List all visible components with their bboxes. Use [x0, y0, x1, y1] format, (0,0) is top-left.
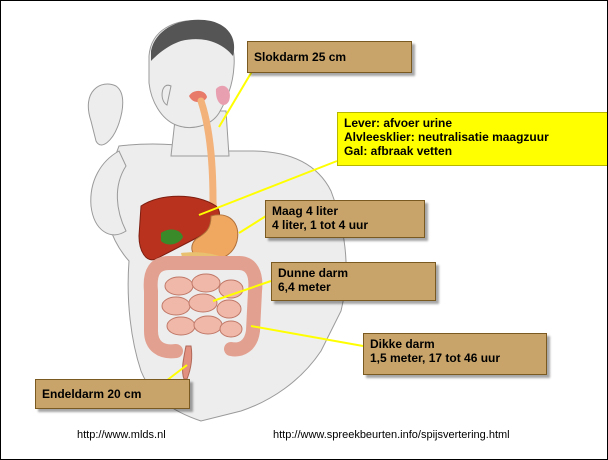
- label-lever: Lever: afvoer urine Alvleesklier: neutra…: [337, 112, 608, 166]
- label-maag-line2: 4 liter, 1 tot 4 uur: [272, 218, 418, 232]
- label-dunne-darm-line2: 6,4 meter: [278, 280, 429, 294]
- label-dikke-darm-line1: Dikke darm: [370, 337, 540, 351]
- label-endeldarm-text: Endeldarm 20 cm: [42, 383, 183, 405]
- label-dikke-darm-line2: 1,5 meter, 17 tot 46 uur: [370, 351, 540, 365]
- source-url-right[interactable]: http://www.spreekbeurten.info/spijsverte…: [273, 429, 510, 441]
- label-slokdarm: Slokdarm 25 cm: [247, 41, 412, 73]
- label-dikke-darm: Dikke darm 1,5 meter, 17 tot 46 uur: [363, 333, 547, 375]
- label-lever-line2: Alvleesklier: neutralisatie maagzuur: [344, 130, 602, 144]
- label-dunne-darm-line1: Dunne darm: [278, 266, 429, 280]
- label-lever-line1: Lever: afvoer urine: [344, 116, 602, 130]
- label-lever-line3: Gal: afbraak vetten: [344, 144, 602, 158]
- small-intestine: [162, 274, 243, 337]
- label-endeldarm: Endeldarm 20 cm: [35, 379, 190, 409]
- label-dunne-darm: Dunne darm 6,4 meter: [271, 262, 436, 301]
- label-maag-line1: Maag 4 liter: [272, 204, 418, 218]
- label-slokdarm-text: Slokdarm 25 cm: [254, 45, 405, 69]
- source-url-left[interactable]: http://www.mlds.nl: [77, 429, 166, 441]
- label-maag: Maag 4 liter 4 liter, 1 tot 4 uur: [265, 200, 425, 238]
